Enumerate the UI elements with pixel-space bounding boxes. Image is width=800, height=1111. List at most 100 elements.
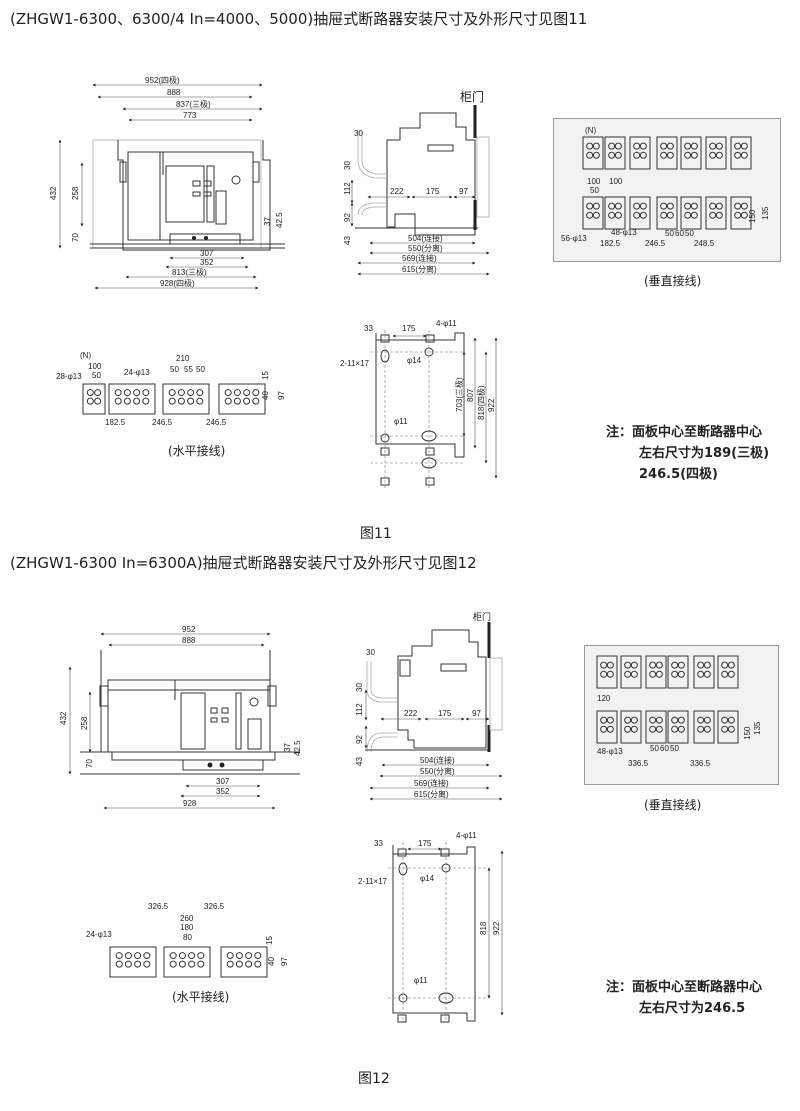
bolt-hole	[614, 151, 622, 159]
dim: 120	[597, 694, 611, 703]
dim: 928(四极)	[160, 278, 195, 288]
bolt-hole	[677, 670, 685, 678]
dim: 24-φ13	[86, 930, 112, 939]
terminal-b	[163, 946, 211, 978]
dim: 80	[183, 933, 192, 942]
bolt-hole	[633, 202, 641, 210]
bolt-hole	[633, 151, 641, 159]
bolt-hole	[671, 716, 679, 724]
dim: 97	[280, 957, 289, 966]
bolt-hole	[254, 960, 262, 968]
bolt-hole	[124, 960, 132, 968]
dim: 33	[374, 839, 383, 848]
bolt-hole	[715, 202, 723, 210]
terminal-bottom	[645, 710, 667, 744]
bolt-hole	[727, 670, 735, 678]
dim: 248.5	[694, 239, 715, 248]
fig11-side-view: 柜门 30 30 112 92 43 222 175 97 504(连接) 55…	[343, 89, 490, 276]
bolt-hole	[178, 960, 186, 968]
bolt-hole	[655, 725, 663, 733]
dim: 336.5	[690, 759, 711, 768]
bolt-hole	[600, 725, 608, 733]
bolt-hole	[608, 202, 616, 210]
dim: 703(三极)	[454, 377, 464, 412]
fig11-vertical-label: (垂直接线)	[644, 274, 702, 288]
bolt-hole	[666, 202, 674, 210]
dim: 326.5	[148, 902, 169, 911]
fig11-horizontal-wiring	[82, 383, 266, 415]
bolt-hole	[142, 397, 150, 405]
dim: 43	[343, 236, 352, 245]
bolt-hole	[639, 202, 647, 210]
bolt-hole	[168, 397, 176, 405]
dim: 4-φ11	[456, 831, 477, 840]
dim: 307	[200, 249, 214, 258]
bolt-hole	[660, 211, 668, 219]
bolt-hole	[624, 725, 632, 733]
bolt-hole	[608, 211, 616, 219]
dim: 246.5	[645, 239, 666, 248]
terminal-top	[693, 655, 715, 689]
dim: 70	[71, 233, 80, 242]
bolt-hole	[703, 716, 711, 724]
dim: 922	[487, 398, 496, 412]
terminal-top	[604, 136, 626, 170]
dim: 48-φ13	[611, 228, 637, 237]
bolt-hole	[633, 211, 641, 219]
bolt-hole	[115, 952, 123, 960]
bolt-hole	[178, 952, 186, 960]
dim: 922	[492, 921, 501, 935]
bolt-hole	[600, 661, 608, 669]
bolt-hole	[649, 661, 657, 669]
bolt-hole	[123, 397, 131, 405]
dim: 112	[355, 703, 364, 716]
bolt-hole	[187, 397, 195, 405]
fig12-caption: 图12	[358, 1071, 390, 1087]
bolt-hole	[740, 142, 748, 150]
dim: 100	[587, 177, 601, 186]
bolt-hole	[639, 151, 647, 159]
bolt-hole	[630, 725, 638, 733]
terminal-top	[582, 136, 604, 170]
bolt-hole	[600, 670, 608, 678]
fig12-mounting-view: 33 175 4-φ11 2-11×17 φ14 φ11 818 922	[358, 831, 504, 1023]
bolt-hole	[727, 716, 735, 724]
bolt-hole	[655, 670, 663, 678]
dim: 888	[167, 88, 181, 97]
terminal-a	[108, 383, 156, 415]
dim: φ11	[394, 417, 408, 426]
bolt-hole	[177, 389, 185, 397]
dim: 246.5	[152, 418, 173, 427]
bolt-hole	[660, 151, 668, 159]
dim: 4-φ11	[436, 319, 457, 328]
bolt-hole	[740, 202, 748, 210]
bolt-hole	[600, 716, 608, 724]
bolt-hole	[197, 952, 205, 960]
bolt-hole	[226, 960, 234, 968]
bolt-hole	[187, 389, 195, 397]
fig11-vertical-panel	[553, 118, 781, 262]
fig11-front-view: 952(四极) 888 837(三极) 773 432 258 70 37 42…	[49, 75, 285, 290]
bolt-hole	[592, 211, 600, 219]
terminal-bottom	[629, 196, 651, 230]
bolt-hole	[592, 142, 600, 150]
bolt-hole	[188, 952, 196, 960]
bolt-hole	[606, 661, 614, 669]
dim: 50	[665, 229, 674, 238]
dim: 30	[354, 129, 363, 138]
dim: 773	[183, 111, 197, 120]
dim: 928	[183, 799, 197, 808]
bolt-hole	[684, 151, 692, 159]
dim: 30	[355, 683, 364, 692]
dim: 50	[590, 186, 599, 195]
dim: 60	[675, 229, 684, 238]
bolt-hole	[86, 389, 94, 397]
door-label: 柜门	[473, 611, 491, 622]
bolt-hole	[721, 725, 729, 733]
bolt-hole	[697, 670, 705, 678]
bolt-hole	[233, 397, 241, 405]
bolt-hole	[697, 716, 705, 724]
terminal-top	[705, 136, 727, 170]
dim: 30	[366, 648, 375, 657]
terminal-top	[656, 136, 678, 170]
